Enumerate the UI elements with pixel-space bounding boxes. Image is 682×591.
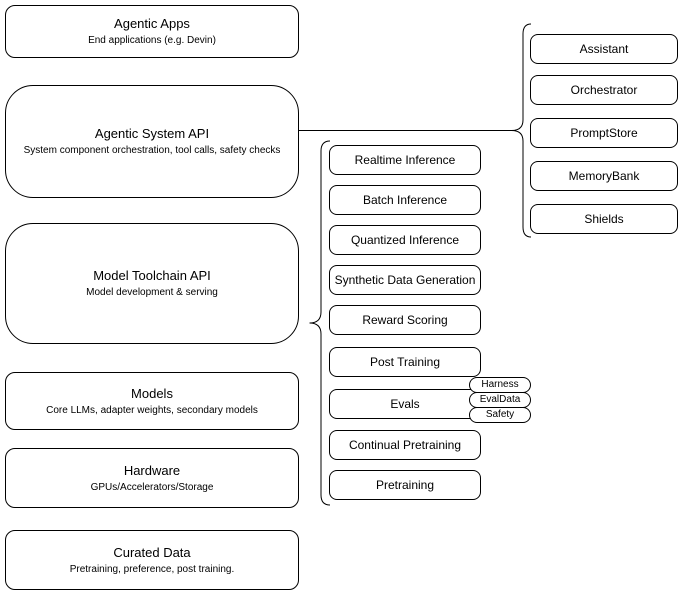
system-components-brace: [511, 23, 532, 238]
node-title: Models: [131, 385, 173, 401]
node-title: Agentic System API: [94, 126, 210, 141]
node-hardware: Hardware GPUs/Accelerators/Storage: [5, 448, 299, 508]
node-label: Batch Inference: [362, 193, 448, 207]
node-subtitle: Model development & serving: [86, 287, 218, 298]
node-synthetic-data-generation: Synthetic Data Generation: [329, 265, 481, 295]
node-label: Assistant: [579, 42, 629, 56]
node-subtitle: GPUs/Accelerators/Storage: [90, 481, 214, 493]
node-reward-scoring: Reward Scoring: [329, 305, 481, 335]
node-subtitle: Pretraining, preference, post training.: [69, 563, 235, 575]
node-subtitle: End applications (e.g. Devin): [88, 35, 216, 46]
node-pretraining: Pretraining: [329, 470, 481, 500]
node-quantized-inference: Quantized Inference: [329, 225, 481, 255]
node-continual-pretraining: Continual Pretraining: [329, 430, 481, 460]
node-label: PromptStore: [570, 126, 638, 140]
node-orchestrator: Orchestrator: [530, 75, 678, 105]
tag-evaldata: EvalData: [469, 392, 531, 408]
node-title: Curated Data: [113, 544, 191, 560]
node-label: Orchestrator: [570, 83, 638, 97]
node-title: Model Toolchain API: [93, 268, 211, 283]
node-label: Evals: [390, 397, 420, 411]
node-realtime-inference: Realtime Inference: [329, 145, 481, 175]
node-assistant: Assistant: [530, 34, 678, 64]
tag-label: Harness: [481, 379, 519, 390]
tag-harness: Harness: [469, 377, 531, 393]
node-label: Post Training: [369, 355, 441, 369]
node-curated-data: Curated Data Pretraining, preference, po…: [5, 530, 299, 590]
node-label: MemoryBank: [568, 169, 640, 183]
tag-label: EvalData: [479, 394, 521, 405]
node-models: Models Core LLMs, adapter weights, secon…: [5, 372, 299, 430]
node-title: Hardware: [123, 462, 181, 478]
node-evals: Evals: [329, 389, 481, 419]
node-model-toolchain-api: Model Toolchain API Model development & …: [5, 223, 299, 344]
node-label: Continual Pretraining: [348, 438, 462, 452]
node-promptstore: PromptStore: [530, 118, 678, 148]
toolchain-services-brace: [309, 140, 331, 506]
node-shields: Shields: [530, 204, 678, 234]
node-agentic-apps: Agentic Apps End applications (e.g. Devi…: [5, 5, 299, 58]
node-memorybank: MemoryBank: [530, 161, 678, 191]
node-agentic-system-api: Agentic System API System component orch…: [5, 85, 299, 198]
node-label: Quantized Inference: [350, 233, 460, 247]
node-batch-inference: Batch Inference: [329, 185, 481, 215]
tag-label: Safety: [485, 409, 515, 420]
node-label: Realtime Inference: [354, 153, 456, 167]
node-post-training: Post Training: [329, 347, 481, 377]
node-title: Agentic Apps: [114, 16, 190, 31]
node-label: Reward Scoring: [362, 313, 448, 327]
node-label: Pretraining: [375, 478, 435, 492]
node-subtitle: System component orchestration, tool cal…: [23, 145, 281, 156]
node-subtitle: Core LLMs, adapter weights, secondary mo…: [46, 404, 258, 416]
node-label: Synthetic Data Generation: [334, 273, 476, 287]
node-label: Shields: [584, 212, 624, 226]
tag-safety: Safety: [469, 407, 531, 423]
